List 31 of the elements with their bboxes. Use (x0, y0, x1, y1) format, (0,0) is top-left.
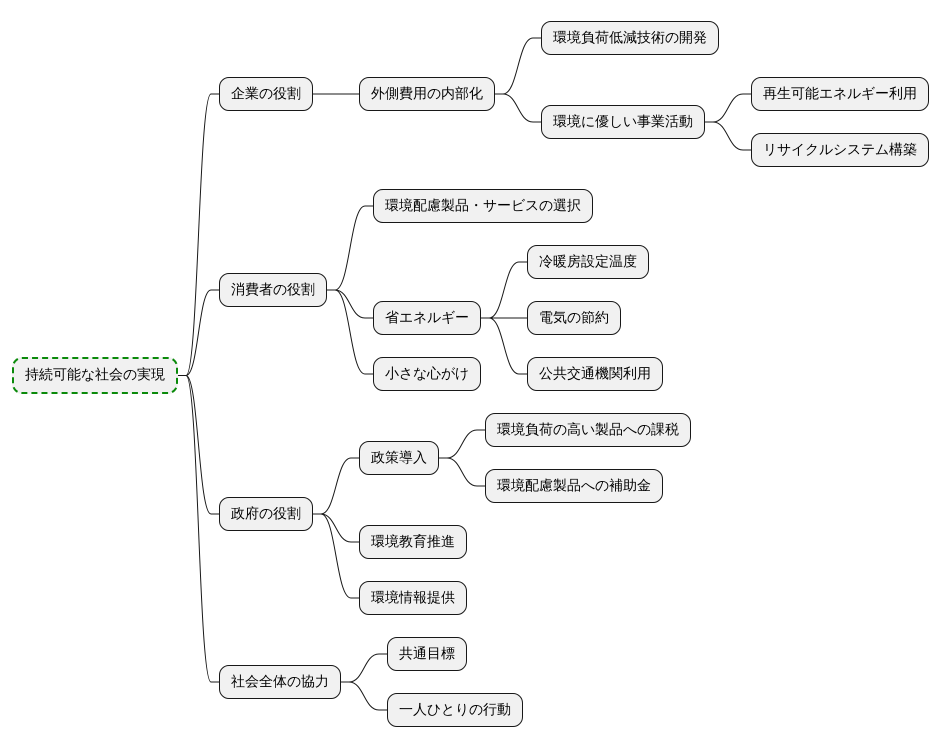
topic-box: 環境情報提供 (359, 581, 467, 615)
topic-box: 冷暖房設定温度 (527, 245, 649, 279)
topic-box: 環境負荷の高い製品への課税 (485, 413, 691, 447)
topic-box: 環境負荷低減技術の開発 (541, 21, 719, 55)
topic-box: 外側費用の内部化 (359, 77, 495, 111)
topic-box: 社会全体の協力 (219, 665, 341, 699)
topic-box: 政府の役割 (219, 497, 313, 531)
topic-box: 省エネルギー (373, 301, 481, 335)
connector-line (312, 514, 360, 598)
topic-box: リサイクルシステム構築 (751, 133, 929, 167)
connector-line (438, 458, 486, 486)
topic-box: 小さな心がけ (373, 357, 481, 391)
topic-box: 消費者の役割 (219, 273, 327, 307)
connector-line (480, 318, 528, 374)
topic-box: 公共交通機関利用 (527, 357, 663, 391)
topic-box: 環境教育推進 (359, 525, 467, 559)
root-topic-box: 持続可能な社会の実現 (12, 357, 178, 394)
connector-line (178, 375, 220, 682)
connector-line (340, 682, 388, 710)
topic-box: 再生可能エネルギー利用 (751, 77, 929, 111)
connector-line (704, 122, 752, 150)
topic-box: 共通目標 (387, 637, 467, 671)
topic-box: 企業の役割 (219, 77, 313, 111)
topic-box: 政策導入 (359, 441, 439, 475)
connector-line (326, 290, 374, 374)
topic-box: 環境に優しい事業活動 (541, 105, 705, 139)
connector-line (494, 94, 542, 122)
topic-box: 環境配慮製品・サービスの選択 (373, 189, 593, 223)
topic-box: 電気の節約 (527, 301, 621, 335)
topic-box: 一人ひとりの行動 (387, 693, 523, 727)
topic-box: 環境配慮製品への補助金 (485, 469, 663, 503)
